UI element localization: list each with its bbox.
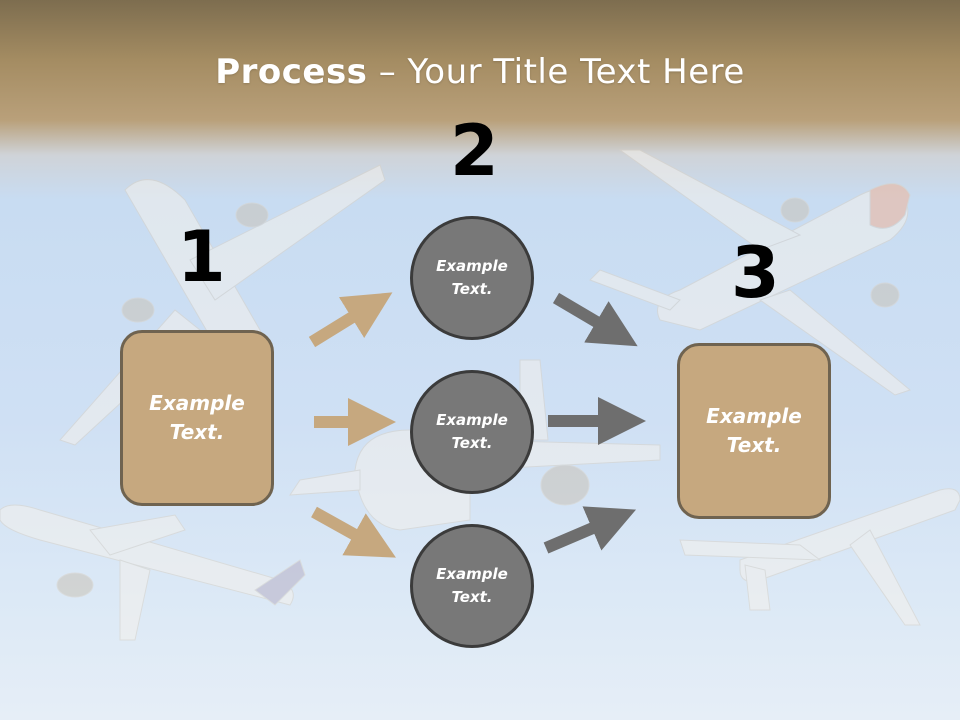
circle-bottom-text-line2: Text. [451, 588, 493, 606]
circle-top-text-line2: Text. [451, 280, 493, 298]
step-number-2: 2 [450, 110, 499, 192]
circle-top-text-line1: Example [436, 257, 508, 275]
circle-top[interactable]: Example Text. [410, 216, 534, 340]
step-1-box-text: Example Text. [149, 389, 245, 447]
step-3-text-line1: Example [706, 404, 802, 428]
step-1-text-line1: Example [149, 391, 245, 415]
step-number-1: 1 [177, 216, 226, 298]
circle-bottom[interactable]: Example Text. [410, 524, 534, 648]
step-3-box[interactable]: Example Text. [677, 343, 831, 519]
step-3-box-text: Example Text. [706, 402, 802, 460]
slide-title: Process – Your Title Text Here [0, 52, 960, 92]
airplane-top-right [589, 149, 912, 396]
circle-middle[interactable]: Example Text. [410, 370, 534, 494]
step-1-text-line2: Text. [169, 420, 225, 444]
step-3-text-line2: Text. [726, 433, 782, 457]
step-1-box[interactable]: Example Text. [120, 330, 274, 506]
title-bold: Process [215, 52, 368, 92]
circle-bottom-text-line1: Example [436, 565, 508, 583]
airplane-bottom-right [679, 488, 960, 626]
circle-middle-text-line1: Example [436, 411, 508, 429]
title-rest: – Your Title Text Here [367, 52, 745, 92]
step-number-3: 3 [731, 232, 780, 314]
circle-middle-text-line2: Text. [451, 434, 493, 452]
airplane-bottom-left [0, 504, 306, 641]
